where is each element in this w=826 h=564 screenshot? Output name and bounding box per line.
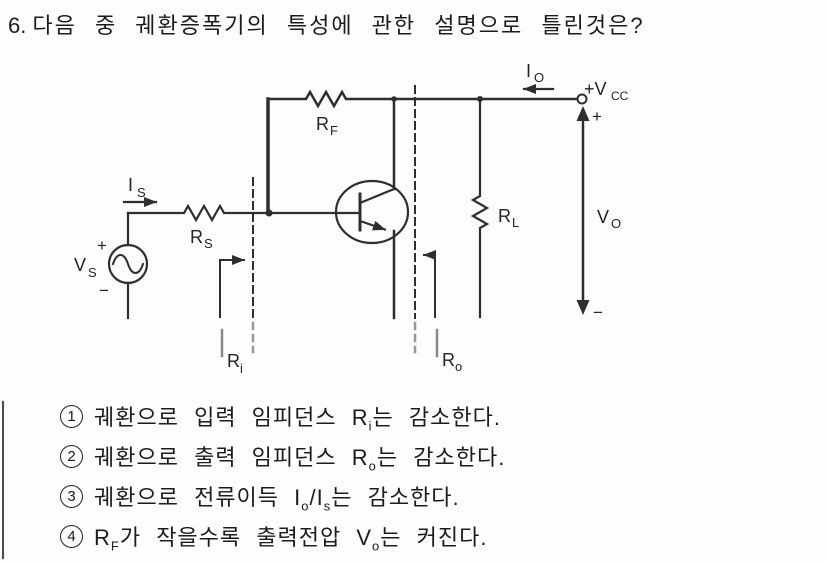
ro-label-sub: o xyxy=(455,359,462,374)
feedback-rail-wire xyxy=(266,89,579,109)
rl-label-sub: L xyxy=(512,215,519,230)
rf-label: R xyxy=(316,114,329,134)
option-text: 궤환으로 입력 임피던스 Ri는 감소한다. xyxy=(94,405,501,434)
input-wire-rs-resistor xyxy=(126,203,361,223)
question-text: 다음 중 궤환증폭기의 특성에 관한 설명으로 틀린것은? xyxy=(32,13,645,38)
option-number-circle: 2 xyxy=(60,444,83,468)
ro-label: R xyxy=(442,350,455,370)
option-number-circle: 4 xyxy=(60,524,83,548)
vcc-label-sub: CC xyxy=(611,89,629,103)
option-number-circle: 1 xyxy=(60,404,83,428)
table-border-line xyxy=(2,401,4,559)
option-text: RF가 작을수록 출력전압 Vo는 커진다. xyxy=(94,525,488,554)
io-label: I xyxy=(526,61,531,81)
rs-label: R xyxy=(190,227,203,247)
vo-label-sub: O xyxy=(611,216,621,231)
ri-label-sub: i xyxy=(240,361,243,376)
vs-sine-icon xyxy=(111,254,145,274)
vo-plus-sign: + xyxy=(592,107,602,126)
vs-label-sub: S xyxy=(88,265,97,280)
is-label-sub: S xyxy=(137,185,146,200)
vs-minus-sign: − xyxy=(99,281,109,300)
collector-rail-dot xyxy=(391,96,397,102)
option-4: 4 RF가 작을수록 출력전압 Vo는 커진다. xyxy=(60,524,505,552)
is-label: I xyxy=(128,175,133,195)
option-number-circle: 3 xyxy=(60,484,83,508)
ri-label: R xyxy=(227,351,240,371)
vs-plus-sign: + xyxy=(97,236,107,255)
base-node-dot xyxy=(265,209,273,217)
question-number: 6. xyxy=(8,13,27,38)
circuit-svg: I S R S V S + − R F I O +V CC R L V O + … xyxy=(74,61,629,376)
transistor-collector-line xyxy=(358,187,396,205)
transistor-circle xyxy=(334,179,410,245)
rf-label-sub: F xyxy=(330,123,338,138)
option-3: 3 궤환으로 전류이득 Io/Is는 감소한다. xyxy=(60,484,505,512)
rl-label: R xyxy=(498,206,511,226)
option-2: 2 궤환으로 출력 임피던스 Ro는 감소한다. xyxy=(60,444,505,472)
rl-resistor-wire xyxy=(470,97,490,319)
option-text: 궤환으로 전류이득 Io/Is는 감소한다. xyxy=(94,485,460,514)
ro-bracket-arrow xyxy=(423,250,436,318)
rs-label-sub: S xyxy=(204,236,213,251)
vs-label: V xyxy=(74,255,86,275)
vcc-terminal-icon xyxy=(576,93,588,105)
rl-rail-dot xyxy=(477,96,483,102)
vo-arrowhead-down xyxy=(576,300,590,315)
transistor-emitter-line xyxy=(358,219,387,231)
question-title: 6.다음 중 궤환증폭기의 특성에 관한 설명으로 틀린것은? xyxy=(8,8,645,40)
vo-minus-sign: − xyxy=(593,303,603,322)
option-1: 1 궤환으로 입력 임피던스 Ri는 감소한다. xyxy=(60,404,505,432)
option-text: 궤환으로 출력 임피던스 Ro는 감소한다. xyxy=(94,445,506,474)
options-list: 1 궤환으로 입력 임피던스 Ri는 감소한다. 2 궤환으로 출력 임피던스 Ro는… xyxy=(60,404,505,564)
vo-arrowhead-up xyxy=(576,106,590,121)
io-label-sub: O xyxy=(534,70,544,85)
ri-bracket-arrow xyxy=(219,255,245,318)
circuit-diagram: I S R S V S + − R F I O +V CC R L V O + … xyxy=(0,42,826,439)
vo-label: V xyxy=(597,207,609,227)
vcc-label: +V xyxy=(584,79,607,99)
